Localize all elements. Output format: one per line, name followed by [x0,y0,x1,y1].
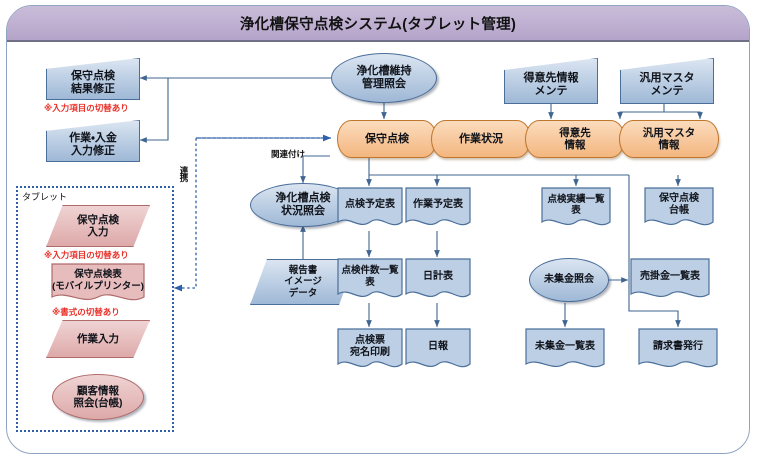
node-tablet-customer-info-inquiry[interactable]: 顧客情報 照会(台帳) [52,374,144,420]
db-segment-general-master-info[interactable]: 汎用マスタ 情報 [619,120,719,158]
node-inspection-results-list[interactable]: 点検実績一覧 表 [540,186,612,231]
node-customer-info-maintenance[interactable]: 得意先情報 メンテ [504,58,598,104]
node-uncollected-list[interactable]: 未集金一覧表 [524,327,606,373]
node-tablet-maintenance-sheet[interactable]: 保守点検表 (モバイルプリンター) [50,262,146,306]
node-tablet-maintenance-input[interactable]: 保守点検 入力 [46,205,150,247]
node-work-schedule-list[interactable]: 作業予定表 [404,186,472,231]
node-inspection-schedule-list[interactable]: 点検予定表 [336,186,404,231]
note-format-switch: ※書式の切替あり [52,307,120,317]
page-title: 浄化槽保守点検システム(タブレット管理) [239,16,517,33]
database-cylinder-row: 保守点検 作業状況 得意先 情報 汎用マスタ 情報 [337,120,719,158]
tablet-group-label: タブレット [22,192,68,202]
note-input-item-switch-1: ※入力項目の切替あり [44,103,129,113]
node-daily-report[interactable]: 日報 [404,327,472,373]
label-link: 連携 [179,166,189,181]
db-segment-customer-info[interactable]: 得意先 情報 [525,120,625,158]
node-invoice-issue[interactable]: 請求書発行 [637,327,719,373]
node-inspection-slip-address-print[interactable]: 点検票 宛名印刷 [336,327,404,373]
node-septic-maintenance-inquiry[interactable]: 浄化槽維持 管理照会 [331,53,437,103]
node-daily-total-sheet[interactable]: 日計表 [404,257,472,303]
node-receivables-list[interactable]: 売掛金一覧表 [629,257,711,303]
label-relation: 関連付け [271,149,306,159]
tablet-group [16,186,174,432]
title-bar: 浄化槽保守点検システム(タブレット管理) [7,6,749,42]
db-segment-work-status[interactable]: 作業状況 [431,120,531,158]
db-segment-maintenance-inspection[interactable]: 保守点検 [337,120,437,158]
node-uncollected-inquiry[interactable]: 未集金照会 [529,258,609,302]
node-inspection-count-list[interactable]: 点検件数一覧 表 [336,257,404,303]
note-input-item-switch-2: ※入力項目の切替あり [44,250,129,260]
node-tablet-work-input[interactable]: 作業入力 [46,320,150,358]
node-maintenance-ledger[interactable]: 保守点検 台帳 [643,186,715,231]
